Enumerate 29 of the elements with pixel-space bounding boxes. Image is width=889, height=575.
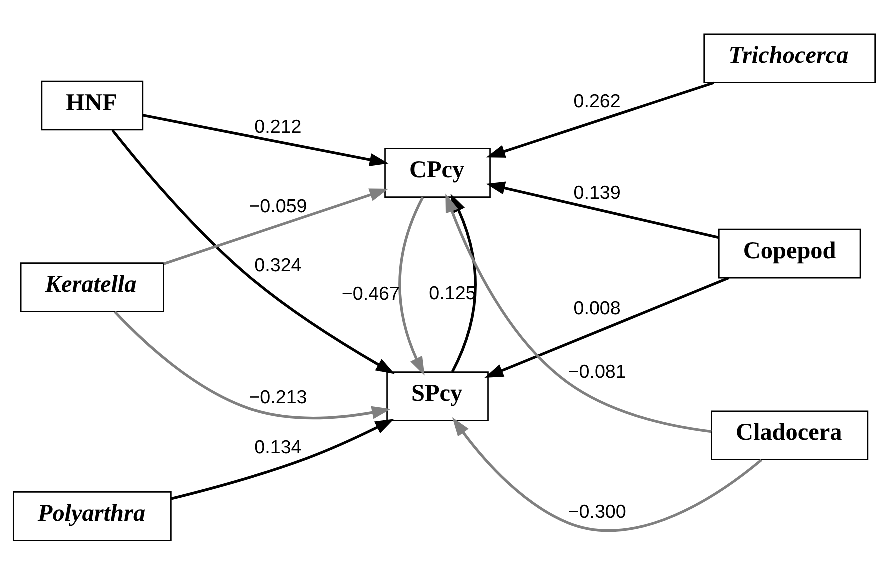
edge-label: 0.139 <box>574 182 621 203</box>
edge-label: 0.008 <box>574 298 621 319</box>
arrow <box>398 196 425 376</box>
edge-label: 0.262 <box>574 90 621 112</box>
node-box: Copepod <box>718 228 862 279</box>
node-box: HNF <box>41 80 144 131</box>
edge-label: −0.059 <box>249 195 308 216</box>
arrow <box>452 418 763 532</box>
edge-label: 0.324 <box>254 254 302 276</box>
arrow <box>112 129 395 374</box>
node-box: Trichocerca <box>704 34 876 84</box>
node-box: Polyarthra <box>13 491 172 542</box>
edge-label: −0.081 <box>568 360 626 382</box>
arrow <box>484 276 730 378</box>
arrow <box>142 114 389 167</box>
edge-label: 0.134 <box>254 436 302 458</box>
arrow <box>486 82 714 158</box>
arrow <box>171 419 394 500</box>
edge-label: −0.300 <box>568 500 626 522</box>
node-box: Keratella <box>20 262 164 312</box>
arrow <box>164 188 389 266</box>
node-box: SPcy <box>386 372 489 422</box>
edge-label: 0.212 <box>254 116 302 137</box>
node-box: CPcy <box>384 148 491 198</box>
node-box: Cladocera <box>711 410 869 460</box>
arrow <box>486 182 720 240</box>
edge-label: −0.467 <box>342 283 400 304</box>
arrow <box>114 310 391 420</box>
edge-label: −0.213 <box>249 386 308 408</box>
